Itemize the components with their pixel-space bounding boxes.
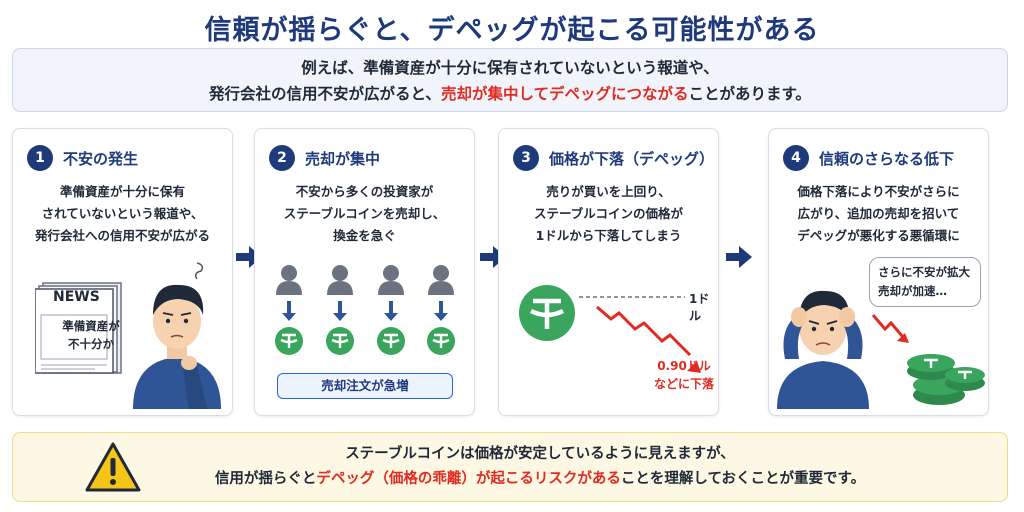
worried-person-icon (133, 262, 221, 409)
warning-box: ステーブルコインは価格が安定しているように見えますが、 信用が揺らぐとデペッグ（… (12, 432, 1008, 502)
step-desc-line: ステーブルコインを売却し、 (283, 206, 446, 221)
step-desc-line: されていないという報道や、 (41, 206, 204, 221)
investor-group (427, 265, 455, 355)
step-desc-4: 価格下落により不安がさらに 広がり、追加の売却を招いて デペッグが悪化する悪循環… (769, 181, 988, 247)
depeg-price-line: 0.90ドル (657, 359, 711, 373)
step-header-3: 3 価格が下落（デペッグ） (513, 145, 714, 171)
step-desc-line: 売りが買いを上回り、 (546, 184, 671, 199)
step-desc-line: 1ドルから下落してしまう (535, 228, 682, 243)
step-title-4: 信頼のさらなる低下 (819, 149, 955, 168)
news-headline: 準備資産が 不十分か (55, 317, 127, 353)
investors-selling-illustration (275, 265, 455, 355)
news-headline-line: 不十分か (68, 337, 114, 351)
step-card-1: 1 不安の発生 準備資産が十分に保有 されていないという報道や、 発行会社への信… (12, 128, 233, 416)
step-desc-line: ステーブルコインの価格が (533, 206, 683, 221)
step-desc-2: 不安から多くの投資家が ステーブルコインを売却し、 換金を急ぐ (255, 181, 474, 247)
intro-line-2-post: ことがあります。 (688, 85, 811, 103)
speech-bubble: さらに不安が拡大 売却が加速… (869, 257, 981, 307)
step-desc-line: 不安から多くの投資家が (295, 184, 434, 199)
investor-group (377, 265, 405, 355)
step-desc-line: デペッグが悪化する悪循環に (797, 228, 960, 243)
step-header-4: 4 信頼のさらなる低下 (783, 145, 954, 171)
step-desc-1: 準備資産が十分に保有 されていないという報道や、 発行会社への信用不安が広がる (13, 181, 232, 247)
investor-group (275, 265, 303, 355)
depeg-price-label: 0.90ドル などに下落 (649, 357, 719, 393)
newspaper-icon (35, 282, 122, 374)
warning-icon (85, 442, 141, 492)
intro-line-1: 例えば、準備資産が十分に保有されていないという報道や、 (301, 59, 719, 77)
step-title-2: 売却が集中 (305, 149, 381, 168)
intro-highlight: 売却が集中してデペッグにつながる (440, 85, 689, 103)
step-title-1: 不安の発生 (63, 149, 139, 168)
page-title: 信頼が揺らぐと、デペッグが起こる可能性がある (204, 15, 820, 46)
warning-line-2-pre: 信用が揺らぐと (214, 471, 317, 487)
step-number-3: 3 (513, 145, 539, 171)
peg-price-label: 1ドル (689, 292, 710, 323)
step-desc-3: 売りが買いを上回り、 ステーブルコインの価格が 1ドルから下落してしまう (499, 181, 718, 247)
step-card-4: 4 信頼のさらなる低下 価格下落により不安がさらに 広がり、追加の売却を招いて … (768, 128, 989, 416)
step-number-4: 4 (783, 145, 809, 171)
step-number-2: 2 (269, 145, 295, 171)
intro-box: 例えば、準備資産が十分に保有されていないという報道や、 発行会社の信用不安が広が… (12, 48, 1008, 112)
depeg-price-drop-illustration (519, 285, 701, 373)
warning-line-2-post: ことを理解しておくことが重要です。 (620, 471, 866, 487)
warning-highlight: デペッグ（価格の乖離）が起こるリスクがある (316, 471, 621, 487)
news-label: NEWS (53, 289, 100, 305)
speech-bubble-line: 売却が加速… (878, 284, 947, 298)
distressed-person-icon (777, 290, 869, 409)
step-header-2: 2 売却が集中 (269, 145, 380, 171)
warning-line-1: ステーブルコインは価格が安定しているように見えますが、 (345, 446, 735, 462)
speech-bubble-line: さらに不安が拡大 (878, 265, 970, 279)
step-card-2: 2 売却が集中 不安から多くの投資家が ステーブルコインを売却し、 換金を急ぐ (254, 128, 475, 416)
falling-coins-illustration (871, 314, 985, 405)
step-desc-line: 価格下落により不安がさらに (797, 184, 960, 199)
step-desc-line: 発行会社への信用不安が広がる (34, 228, 210, 243)
step-desc-line: 広がり、追加の売却を招いて (797, 206, 960, 221)
step-header-1: 1 不安の発生 (27, 145, 138, 171)
news-headline-line: 準備資産が (62, 319, 120, 333)
sell-orders-badge: 売却注文が急増 (277, 373, 453, 399)
depeg-price-line: などに下落 (653, 377, 714, 391)
intro-line-2-pre: 発行会社の信用不安が広がると、 (209, 85, 441, 103)
step-card-3: 3 価格が下落（デペッグ） 売りが買いを上回り、 ステーブルコインの価格が 1ド… (498, 128, 719, 416)
step-desc-line: 換金を急ぐ (333, 228, 396, 243)
step-number-1: 1 (27, 145, 53, 171)
step-title-3: 価格が下落（デペッグ） (549, 149, 715, 168)
step-desc-line: 準備資産が十分に保有 (59, 184, 185, 199)
flow-arrow-icon (726, 246, 752, 268)
intro-line-2: 発行会社の信用不安が広がると、売却が集中してデペッグにつながることがあります。 (13, 81, 1007, 107)
warning-line-2: 信用が揺らぐとデペッグ（価格の乖離）が起こるリスクがあることを理解しておくことが… (73, 467, 1007, 492)
investor-group (326, 265, 354, 355)
warning-text: ステーブルコインは価格が安定しているように見えますが、 信用が揺らぐとデペッグ（… (13, 442, 1007, 492)
